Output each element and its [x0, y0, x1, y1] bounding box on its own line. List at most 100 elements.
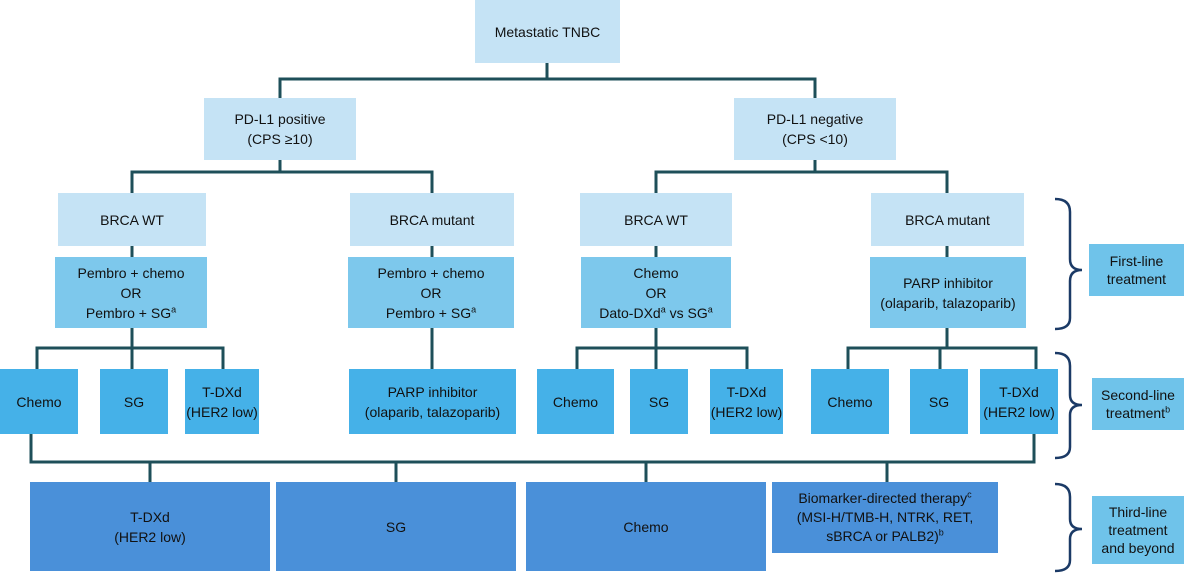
third-line-label: Biomarker-directed therapyc	[798, 489, 971, 508]
connector-first-to-second-4	[846, 326, 1038, 371]
side-label-text: treatment	[1105, 405, 1166, 421]
first-line-text: vs SG	[665, 304, 708, 321]
side-label-text: treatment	[1108, 522, 1168, 538]
node-metastatic-tnbc: Metastatic TNBC	[475, 0, 620, 63]
node-third-line-chemo: Chemo	[526, 482, 766, 571]
first-line-text: Pembro + SG	[85, 304, 172, 321]
node-second-line-chemo-2: Chemo	[537, 369, 614, 434]
second-line-label: Chemo	[827, 393, 873, 410]
side-label-text: treatmentb	[1106, 404, 1170, 422]
node-second-line-tdxd-1: T-DXd (HER2 low)	[185, 369, 259, 434]
footnote-marker: c	[967, 489, 972, 500]
second-line-label: Chemo	[16, 393, 62, 410]
first-line-text: Pembro + chemo	[77, 264, 185, 281]
side-label-text: Second-line	[1101, 387, 1175, 403]
connector-first-to-second-3	[575, 326, 749, 371]
node-pdl1-negative-sub: (CPS <10)	[782, 131, 848, 147]
node-first-line-3: Chemo OR Dato-DXda vs SGa	[581, 257, 731, 328]
side-label-text: First-line	[1109, 253, 1164, 269]
node-metastatic-tnbc-label: Metastatic TNBC	[494, 23, 601, 40]
footnote-marker: b	[1165, 404, 1171, 415]
node-second-line-sg-1: SG	[100, 369, 168, 434]
node-second-line-tdxd-3: T-DXd (HER2 low)	[980, 369, 1058, 434]
node-second-line-sg-2: SG	[630, 369, 688, 434]
node-pdl1-positive-sub: (CPS ≥10)	[247, 131, 313, 147]
first-line-text: (olaparib, talazoparib)	[880, 294, 1016, 311]
second-line-label: T-DXd	[726, 383, 767, 400]
first-line-text: Pembro + chemo	[377, 264, 485, 281]
bracket-second-line	[1054, 351, 1083, 460]
second-line-label: SG	[928, 393, 950, 410]
node-first-line-1: Pembro + chemo OR Pembro + SGa	[55, 257, 207, 328]
second-line-label: Chemo	[552, 393, 599, 410]
first-line-text: Dato-DXd	[599, 304, 661, 321]
node-brca-label: BRCA mutant	[905, 211, 990, 228]
bracket-first-line	[1054, 197, 1083, 331]
node-pdl1-positive: PD-L1 positive (CPS ≥10)	[204, 98, 356, 160]
first-line-text: Dato-DXda vs SGa	[599, 303, 713, 323]
node-brca-wt-positive: BRCA WT	[58, 193, 206, 246]
side-label-text: and beyond	[1101, 540, 1175, 556]
side-label-text: treatment	[1106, 271, 1167, 287]
connector-second-to-third	[29, 432, 1036, 484]
first-line-text: OR	[645, 284, 667, 301]
connector-root-to-pdl1	[278, 61, 817, 100]
footnote-marker: a	[707, 303, 713, 314]
second-line-sub: (HER2 low)	[710, 403, 783, 420]
bracket-third-line	[1054, 482, 1083, 573]
side-label-text: Third-line	[1108, 504, 1168, 520]
third-line-sub: (MSI-H/TMB-H, NTRK, RET,	[796, 509, 974, 525]
node-second-line-sg-3: SG	[910, 369, 968, 434]
node-brca-label: BRCA WT	[100, 211, 164, 228]
node-third-line-tdxd: T-DXd (HER2 low)	[30, 482, 270, 571]
connector-pdl1-neg-to-brca	[654, 158, 949, 195]
first-line-text: OR	[420, 284, 442, 301]
node-second-line-parp: PARP inhibitor (olaparib, talazoparib)	[349, 369, 516, 434]
third-line-label: T-DXd	[130, 508, 170, 525]
first-line-text: OR	[120, 284, 142, 301]
second-line-sub: (HER2 low)	[186, 403, 258, 420]
node-brca-wt-negative: BRCA WT	[580, 193, 732, 246]
side-label-first-line: First-line treatment	[1089, 244, 1184, 296]
third-line-label: SG	[385, 518, 407, 535]
node-second-line-tdxd-2: T-DXd (HER2 low)	[710, 369, 783, 434]
node-pdl1-negative: PD-L1 negative (CPS <10)	[734, 98, 896, 160]
footnote-marker: a	[660, 303, 666, 314]
second-line-label: T-DXd	[999, 383, 1039, 400]
third-line-sub: (HER2 low)	[114, 528, 186, 545]
side-label-third-line: Third-line treatment and beyond	[1092, 496, 1184, 564]
node-third-line-sg: SG	[276, 482, 516, 571]
footnote-marker: a	[171, 303, 177, 314]
second-line-label: SG	[123, 393, 145, 410]
second-line-label: PARP inhibitor	[387, 383, 478, 400]
node-second-line-chemo-3: Chemo	[811, 369, 889, 434]
second-line-label: SG	[648, 393, 670, 410]
node-second-line-chemo-1: Chemo	[0, 369, 78, 434]
node-brca-mutant-positive: BRCA mutant	[350, 193, 514, 246]
connector-pdl1-pos-to-brca	[130, 158, 434, 195]
connector-first-to-second-1	[35, 326, 225, 371]
node-brca-label: BRCA WT	[624, 211, 688, 228]
second-line-sub: (olaparib, talazoparib)	[364, 403, 501, 420]
node-brca-mutant-negative: BRCA mutant	[871, 193, 1024, 246]
third-line-label: Chemo	[623, 518, 669, 535]
first-line-text: Pembro + SGa	[86, 303, 176, 323]
third-line-sub: sBRCA or PALB2)	[826, 528, 939, 544]
node-brca-label: BRCA mutant	[389, 211, 475, 228]
node-third-line-biomarker: Biomarker-directed therapyc (MSI-H/TMB-H…	[772, 482, 998, 553]
node-first-line-4: PARP inhibitor (olaparib, talazoparib)	[870, 257, 1026, 328]
first-line-text: Pembro + SG	[385, 304, 472, 321]
footnote-marker: a	[471, 303, 477, 314]
second-line-label: T-DXd	[202, 383, 242, 400]
side-label-second-line: Second-line treatmentb	[1092, 378, 1184, 430]
footnote-marker: b	[938, 527, 944, 538]
third-line-sub: sBRCA or PALB2)b	[826, 527, 944, 546]
first-line-text: Chemo	[633, 264, 679, 281]
first-line-text: PARP inhibitor	[903, 274, 993, 291]
node-first-line-2: Pembro + chemo OR Pembro + SGa	[348, 257, 514, 328]
node-pdl1-positive-label: PD-L1 positive	[234, 111, 326, 127]
third-line-label: Biomarker-directed therapy	[798, 490, 968, 506]
node-pdl1-negative-label: PD-L1 negative	[766, 111, 864, 127]
first-line-text: Pembro + SGa	[386, 303, 476, 323]
